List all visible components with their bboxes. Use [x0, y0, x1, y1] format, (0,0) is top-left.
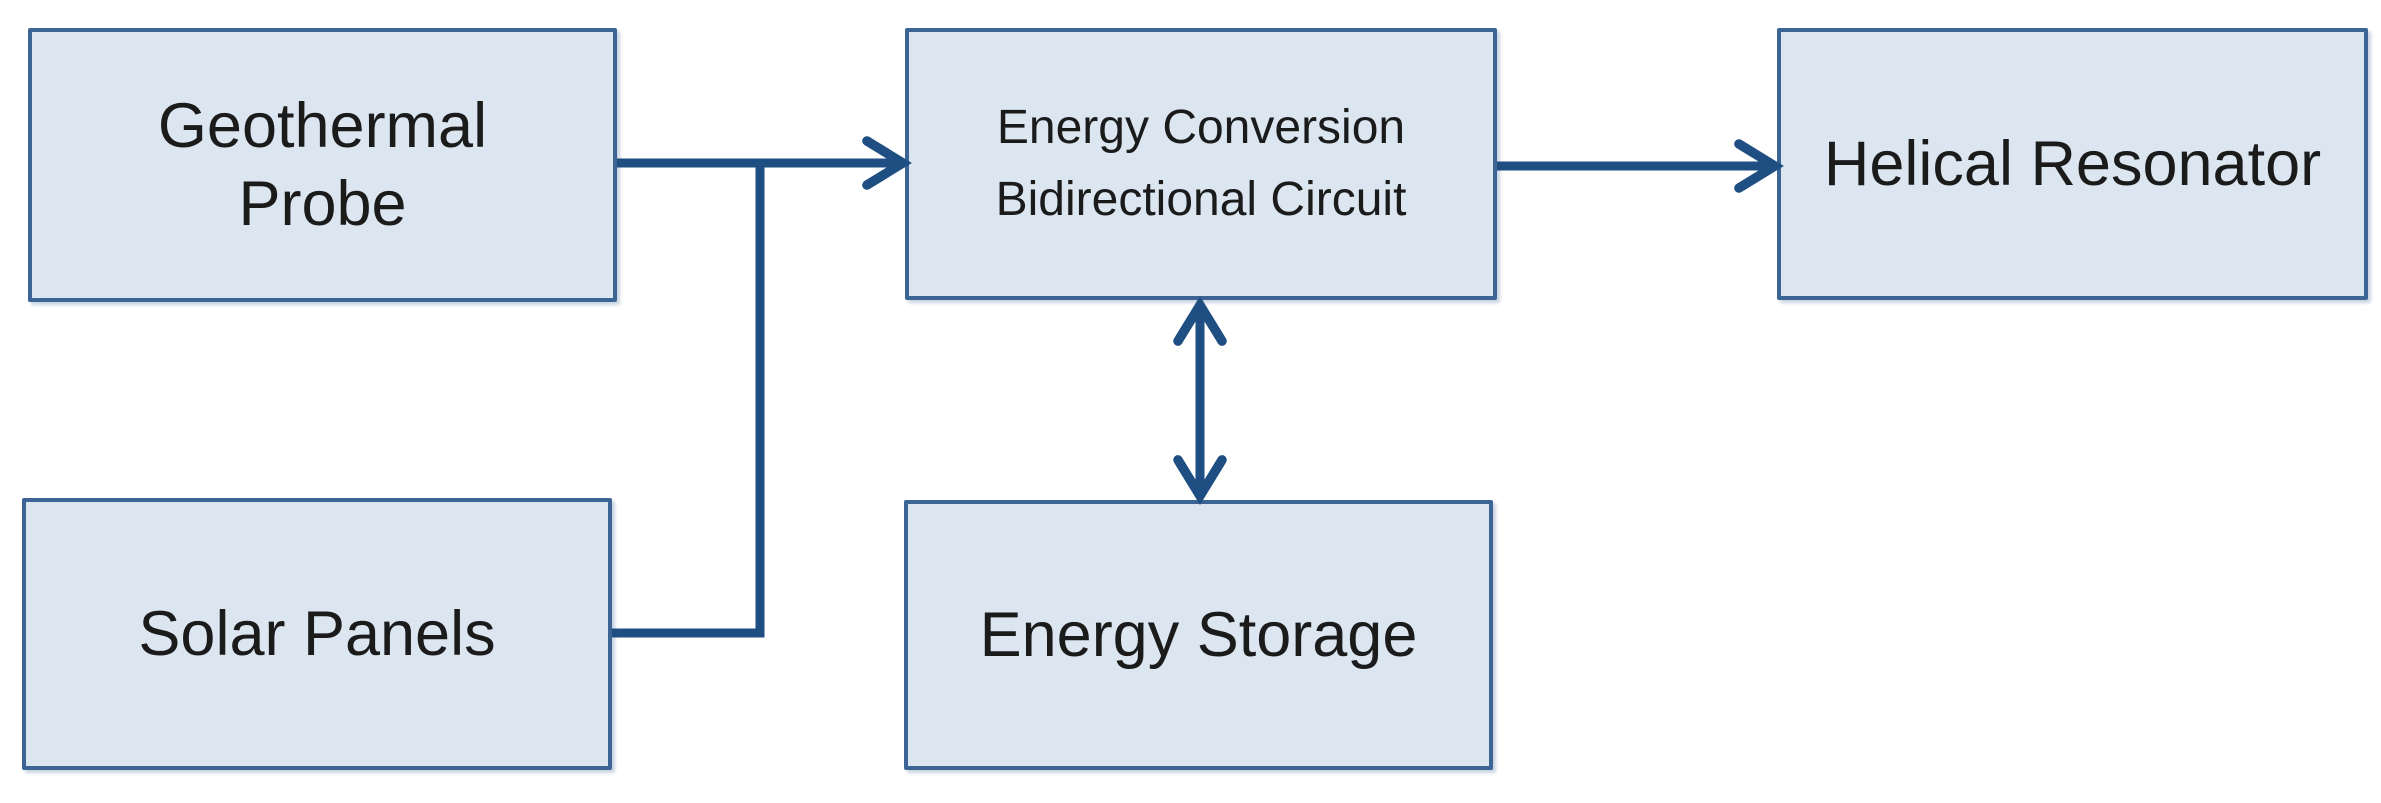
node-label-line: Helical Resonator [1823, 128, 2322, 199]
node-label-line: Probe [238, 169, 407, 239]
node-label-line: Solar Panels [138, 598, 496, 669]
connector-solar-to-geothermal-line [612, 167, 765, 638]
node-label-line: Energy Conversion [996, 101, 1406, 154]
node-label-line: Geothermal [157, 90, 488, 161]
node-energy-conversion-bidirectional-circuit: Energy Conversion Bidirectional Circuit [905, 28, 1497, 300]
node-energy-storage: Energy Storage [904, 500, 1493, 770]
node-solar-panels: Solar Panels [22, 498, 612, 770]
node-helical-resonator: Helical Resonator [1777, 28, 2368, 300]
node-label-line: Energy Storage [979, 599, 1418, 670]
node-geothermal-probe: Geothermal Probe [28, 28, 617, 302]
node-label-line: Bidirectional Circuit [995, 173, 1407, 226]
